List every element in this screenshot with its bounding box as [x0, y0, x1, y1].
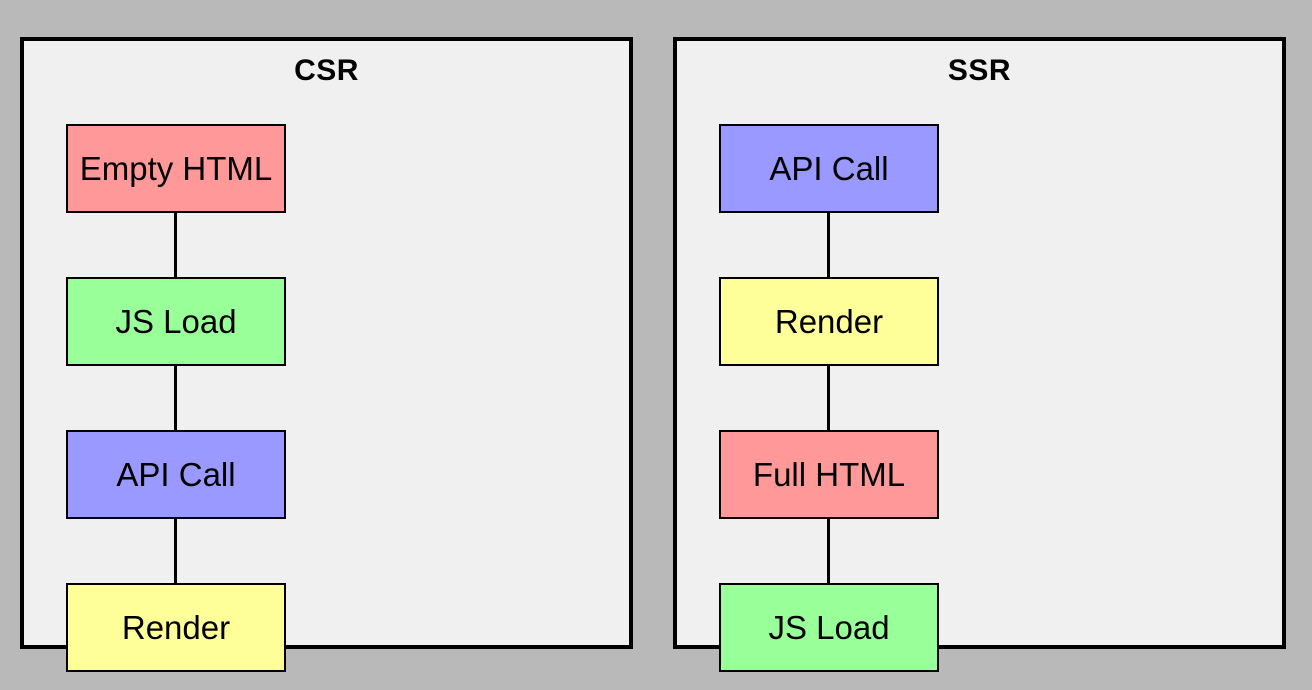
ssr-node-render: Render [719, 277, 939, 366]
ssr-node-api-call: API Call [719, 124, 939, 213]
ssr-panel-title: SSR [947, 54, 1012, 87]
csr-node-render: Render [66, 583, 286, 672]
csr-node-render-label: Render [121, 608, 231, 646]
csr-node-api-call: API Call [66, 430, 286, 519]
ssr-node-full-html-label: Full HTML [752, 455, 906, 493]
ssr-node-full-html: Full HTML [719, 430, 939, 519]
ssr-flow-connector-line [827, 168, 830, 627]
csr-node-api-call-label: API Call [116, 455, 236, 493]
csr-node-js-load-label: JS Load [115, 302, 237, 340]
ssr-node-js-load: JS Load [719, 583, 939, 672]
csr-node-js-load: JS Load [66, 277, 286, 366]
csr-panel-title: CSR [294, 54, 359, 87]
ssr-node-api-call-label: API Call [769, 149, 889, 187]
csr-node-empty-html: Empty HTML [66, 124, 286, 213]
ssr-node-js-load-label: JS Load [768, 608, 890, 646]
ssr-node-render-label: Render [774, 302, 884, 340]
csr-node-empty-html-label: Empty HTML [79, 149, 273, 187]
csr-flow-connector-line [174, 168, 177, 627]
